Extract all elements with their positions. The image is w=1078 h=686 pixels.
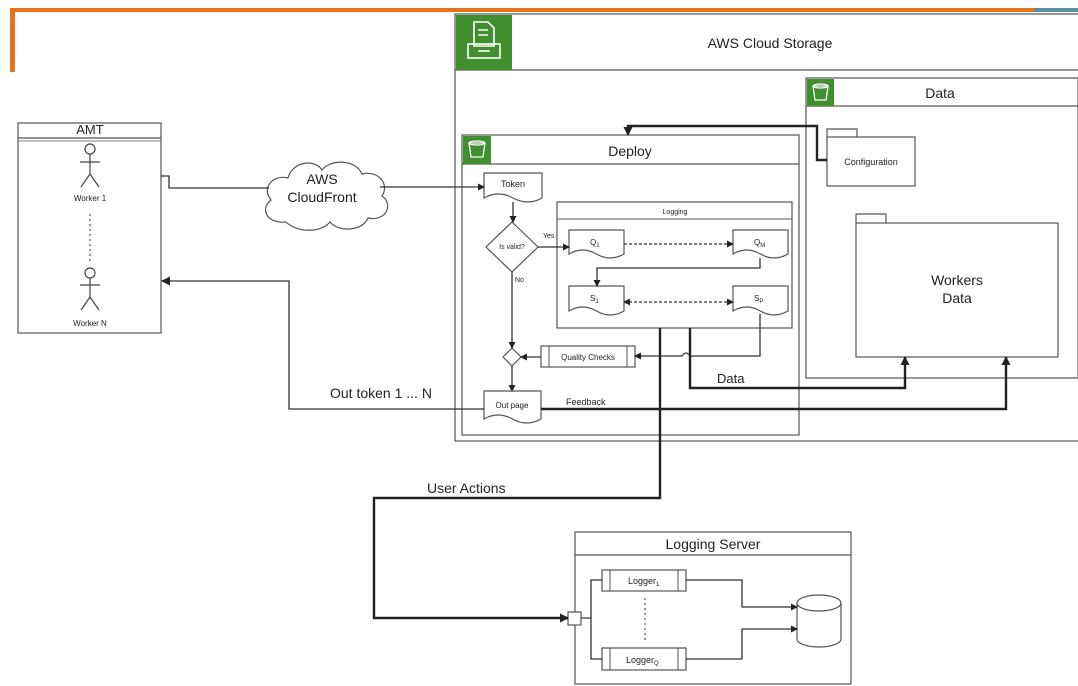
survey-first-node: S1 — [568, 285, 625, 316]
svg-text:Q1: Q1 — [590, 238, 600, 249]
feedback-edge-label: Feedback — [566, 397, 606, 407]
logger-first-sub: 1 — [656, 582, 660, 588]
deploy-title: Deploy — [608, 143, 652, 159]
bucket-icon — [807, 79, 834, 106]
s-last-base: S — [754, 294, 759, 303]
s-first-base: S — [590, 294, 595, 303]
data-panel-title: Data — [925, 85, 955, 101]
logger-first-node: Logger1 — [601, 569, 687, 592]
aws-cloud-storage-title: AWS Cloud Storage — [708, 35, 833, 51]
deploy-panel: Deploy Token Is valid? Yes No Logging Q1… — [461, 134, 800, 436]
user-actions-edge-label: User Actions — [427, 480, 506, 496]
yes-label: Yes — [543, 233, 555, 240]
svg-text:LoggerQ: LoggerQ — [626, 655, 659, 667]
cloudfront-label-line1: AWS — [306, 171, 337, 187]
quality-checks-label: Quality Checks — [561, 353, 615, 362]
question-first-node: Q1 — [568, 229, 625, 259]
router-junction — [567, 611, 582, 626]
s-first-sub: 1 — [595, 299, 599, 305]
worker-first-label: Worker 1 — [74, 194, 107, 203]
quality-checks-node: Quality Checks — [540, 345, 636, 368]
logging-server-title: Logging Server — [666, 536, 761, 552]
is-valid-label: Is valid? — [499, 244, 525, 251]
bucket-icon — [463, 136, 491, 164]
logger-last-sub: Q — [654, 661, 659, 667]
out-page-label: Out page — [496, 401, 529, 410]
s-last-sub: P — [759, 299, 763, 305]
amt-title: AMT — [76, 122, 104, 137]
out-page-node: Out page — [483, 390, 542, 424]
q-first-sub: 1 — [596, 243, 600, 249]
workers-data-label-line2: Data — [942, 290, 972, 306]
logging-title: Logging — [663, 209, 688, 216]
configuration-label: Configuration — [844, 157, 898, 167]
workers-data-label-line1: Workers — [931, 272, 983, 288]
storage-file-icon — [456, 15, 512, 70]
configuration-folder: Configuration — [826, 128, 916, 187]
logger-first-base: Logger — [628, 576, 656, 586]
no-label: No — [515, 277, 524, 284]
q-last-base: Q — [754, 238, 760, 247]
logging-server-panel: Logging Server Logger1 LoggerQ — [567, 531, 852, 685]
token-label: Token — [501, 179, 525, 189]
cloudfront-label-line2: CloudFront — [287, 189, 356, 205]
worker-person-icon — [80, 143, 100, 188]
q-first-base: Q — [590, 238, 596, 247]
logging-box: Logging Q1 QM S1 SP — [556, 201, 793, 329]
workers-data-folder: Workers Data — [855, 213, 1059, 358]
worker-person-icon — [80, 267, 100, 311]
worker-last-label: Worker N — [73, 319, 107, 328]
q-last-sub: M — [760, 243, 765, 249]
data-edge-label: Data — [717, 371, 745, 386]
amt-panel: AMT Worker 1 Worker N — [17, 122, 162, 334]
svg-text:Logger1: Logger1 — [628, 576, 660, 588]
svg-text:QM: QM — [754, 238, 765, 249]
token-node: Token — [483, 172, 543, 203]
connectors — [161, 124, 1011, 660]
logger-last-base: Logger — [626, 655, 654, 665]
svg-text:SP: SP — [754, 294, 763, 305]
data-panel: Data Configuration Workers Data — [805, 77, 1078, 379]
survey-last-node: SP — [732, 285, 789, 316]
cloudfront-cloud: AWS CloudFront — [265, 161, 389, 231]
database-cylinder-icon — [796, 594, 842, 648]
logger-last-node: LoggerQ — [601, 647, 687, 671]
question-last-node: QM — [732, 229, 789, 259]
svg-text:S1: S1 — [590, 294, 599, 305]
top-accent-bar — [10, 8, 1078, 72]
out-token-edge-label: Out token 1 ... N — [330, 385, 432, 401]
